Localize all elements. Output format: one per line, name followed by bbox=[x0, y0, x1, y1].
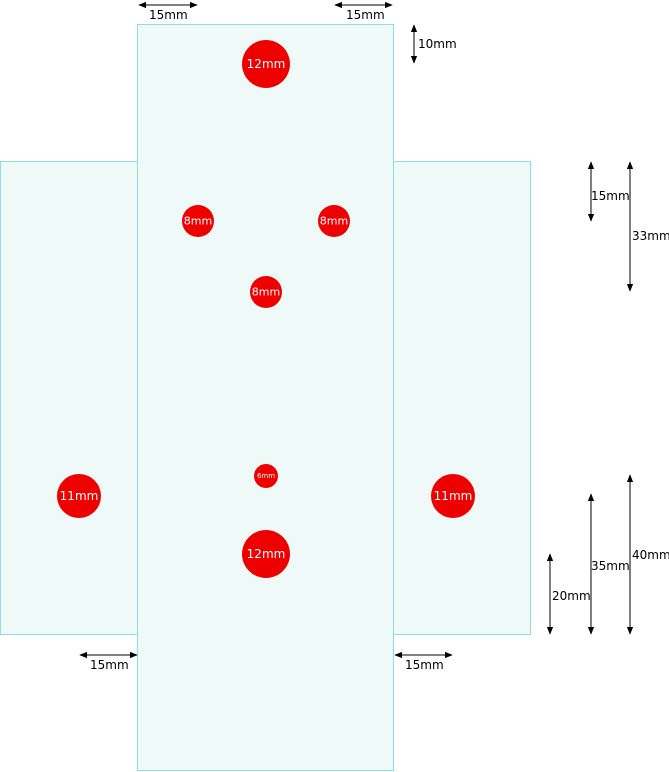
dim-top-10: 10mm bbox=[410, 24, 457, 64]
dim-top-right-15: 15mm bbox=[334, 1, 393, 22]
hole-label: 8mm bbox=[184, 215, 212, 228]
dim-label: 33mm bbox=[632, 229, 669, 243]
dim-right-33: 33mm bbox=[626, 161, 669, 292]
hole-label: 11mm bbox=[60, 489, 99, 503]
hole-label: 12mm bbox=[247, 57, 286, 71]
tall-panel bbox=[137, 24, 394, 771]
dim-label: 15mm bbox=[405, 658, 444, 672]
hole-8-center: 8mm bbox=[250, 276, 282, 308]
hole-label: 8mm bbox=[252, 286, 280, 299]
dim-bottom-left-15: 15mm bbox=[79, 651, 138, 672]
dim-label: 15mm bbox=[591, 189, 630, 203]
dim-top-left-15: 15mm bbox=[138, 1, 198, 22]
dim-right-15: 15mm bbox=[587, 161, 630, 222]
hole-label: 11mm bbox=[434, 489, 473, 503]
dim-label: 10mm bbox=[418, 37, 457, 51]
dim-label: 15mm bbox=[346, 8, 385, 22]
hole-label: 6mm bbox=[257, 472, 275, 480]
hole-8-left: 8mm bbox=[182, 205, 214, 237]
hole-label: 8mm bbox=[320, 215, 348, 228]
dim-label: 35mm bbox=[591, 559, 630, 573]
dim-bottom-right-15: 15mm bbox=[394, 651, 453, 672]
dim-label: 15mm bbox=[149, 8, 188, 22]
hole-bottom-12: 12mm bbox=[242, 530, 290, 578]
dim-right-40: 40mm bbox=[626, 474, 669, 635]
dim-label: 20mm bbox=[552, 589, 591, 603]
dim-right-20: 20mm bbox=[546, 553, 591, 635]
hole-6: 6mm bbox=[254, 464, 278, 488]
dim-label: 40mm bbox=[632, 548, 669, 562]
hole-top-12: 12mm bbox=[242, 40, 290, 88]
hole-label: 12mm bbox=[247, 547, 286, 561]
hole-11-left: 11mm bbox=[57, 474, 101, 518]
dim-right-35: 35mm bbox=[587, 493, 630, 635]
hole-11-right: 11mm bbox=[431, 474, 475, 518]
hole-8-right: 8mm bbox=[318, 205, 350, 237]
dim-label: 15mm bbox=[90, 658, 129, 672]
